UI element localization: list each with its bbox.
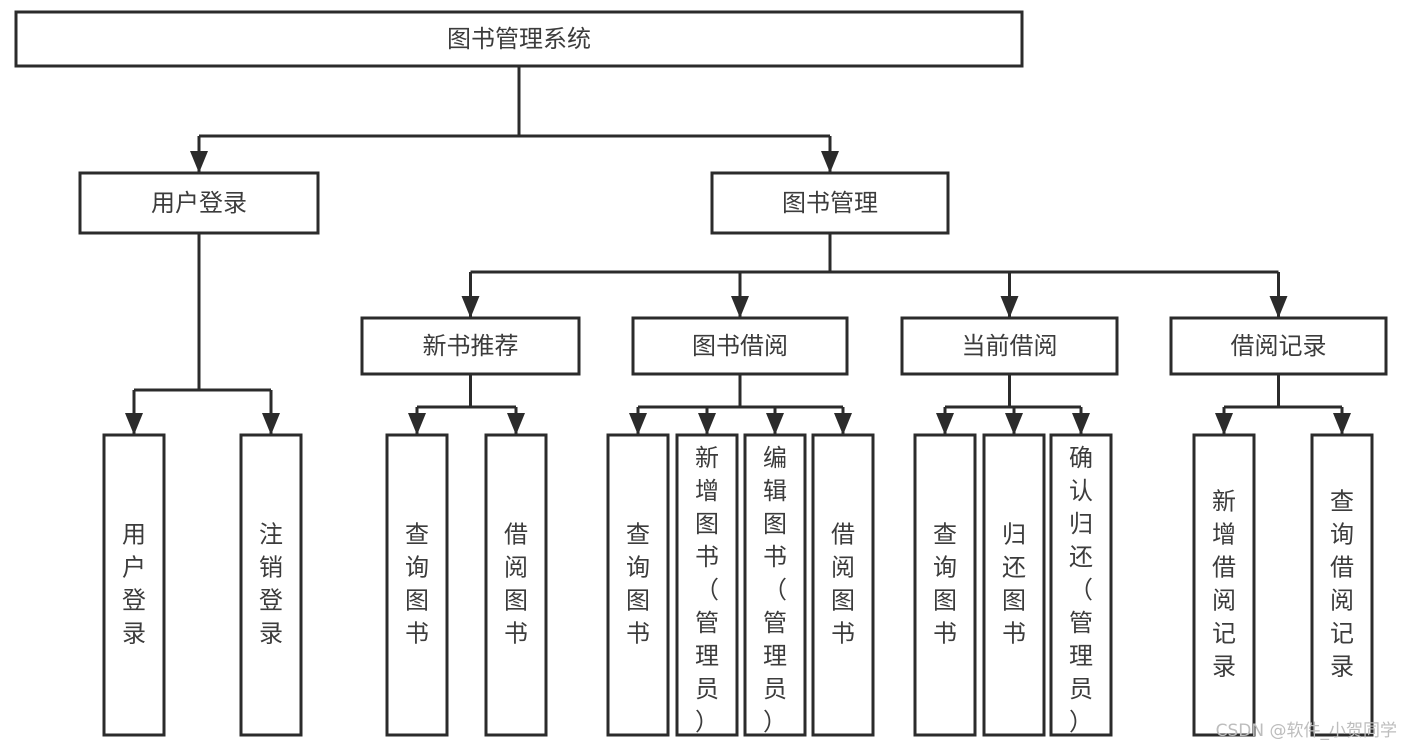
node-book-borrow[interactable]: 图书借阅 xyxy=(631,316,849,376)
node-leaf-user-login[interactable]: 用户登录 xyxy=(102,433,166,737)
node-leaf-confirm-return[interactable]: 确认归还（管理员） xyxy=(1049,433,1113,737)
node-root-box[interactable] xyxy=(14,10,1024,68)
node-leaf-return-book-box[interactable] xyxy=(982,433,1046,737)
arrow-head-icon xyxy=(834,413,852,435)
node-leaf-query-book-cur-box[interactable] xyxy=(913,433,977,737)
arrow-head-icon xyxy=(1333,413,1351,435)
node-leaf-query-book-borrow[interactable]: 查询图书 xyxy=(606,433,670,737)
node-leaf-borrow-book-label: 借阅图书 xyxy=(831,521,855,648)
node-borrow-record-box[interactable] xyxy=(1169,316,1388,376)
arrow-head-icon xyxy=(766,413,784,435)
node-leaf-query-record-label: 查询借阅记录 xyxy=(1330,488,1354,681)
node-user-login-label: 用户登录 xyxy=(151,189,247,217)
node-leaf-borrow-book-box[interactable] xyxy=(811,433,875,737)
node-borrow-record-label: 借阅记录 xyxy=(1231,332,1327,360)
node-borrow-record[interactable]: 借阅记录 xyxy=(1169,316,1388,376)
node-leaf-borrow-book-rec-label: 借阅图书 xyxy=(504,521,528,648)
node-new-book-recommend-label: 新书推荐 xyxy=(423,332,519,360)
node-new-book-recommend[interactable]: 新书推荐 xyxy=(360,316,581,376)
node-book-management-box[interactable] xyxy=(710,171,950,235)
arrow-head-icon xyxy=(629,413,647,435)
node-layer: 图书管理系统用户登录图书管理新书推荐图书借阅当前借阅借阅记录用户登录注销登录查询… xyxy=(14,10,1388,737)
arrow-head-icon xyxy=(461,296,480,318)
node-book-borrow-box[interactable] xyxy=(631,316,849,376)
node-leaf-borrow-book-rec-box[interactable] xyxy=(484,433,548,737)
arrow-head-icon xyxy=(408,413,426,435)
arrow-head-icon xyxy=(1215,413,1233,435)
node-leaf-edit-book-label: 编辑图书（管理员） xyxy=(763,444,787,736)
node-root[interactable]: 图书管理系统 xyxy=(14,10,1024,68)
arrow-head-icon xyxy=(698,413,716,435)
node-leaf-add-record-box[interactable] xyxy=(1192,433,1256,737)
node-current-borrow-box[interactable] xyxy=(900,316,1119,376)
arrow-head-icon xyxy=(507,413,525,435)
arrow-head-icon xyxy=(936,413,954,435)
node-leaf-logout[interactable]: 注销登录 xyxy=(239,433,303,737)
node-leaf-add-record-label: 新增借阅记录 xyxy=(1212,488,1236,681)
node-leaf-user-login-box[interactable] xyxy=(102,433,166,737)
node-leaf-query-book-rec[interactable]: 查询图书 xyxy=(385,433,449,737)
node-leaf-add-record[interactable]: 新增借阅记录 xyxy=(1192,433,1256,737)
node-leaf-add-book-box[interactable] xyxy=(675,433,739,737)
arrow-head-icon xyxy=(731,296,749,318)
node-leaf-query-book-borrow-box[interactable] xyxy=(606,433,670,737)
node-leaf-add-book[interactable]: 新增图书（管理员） xyxy=(675,433,739,737)
node-leaf-query-book-cur-label: 查询图书 xyxy=(933,521,957,648)
node-leaf-query-record-box[interactable] xyxy=(1310,433,1374,737)
node-leaf-logout-box[interactable] xyxy=(239,433,303,737)
node-leaf-query-record[interactable]: 查询借阅记录 xyxy=(1310,433,1374,737)
node-leaf-query-book-borrow-label: 查询图书 xyxy=(626,521,650,648)
node-leaf-borrow-book-rec[interactable]: 借阅图书 xyxy=(484,433,548,737)
arrow-head-icon xyxy=(1005,413,1023,435)
node-leaf-confirm-return-label: 确认归还（管理员） xyxy=(1069,444,1093,736)
node-user-login[interactable]: 用户登录 xyxy=(78,171,320,235)
node-book-management[interactable]: 图书管理 xyxy=(710,171,950,235)
node-leaf-confirm-return-box[interactable] xyxy=(1049,433,1113,737)
arrow-head-icon xyxy=(262,413,280,435)
node-current-borrow-label: 当前借阅 xyxy=(962,332,1058,360)
node-leaf-borrow-book[interactable]: 借阅图书 xyxy=(811,433,875,737)
node-leaf-edit-book-box[interactable] xyxy=(743,433,807,737)
node-root-label: 图书管理系统 xyxy=(447,25,591,53)
arrow-head-icon xyxy=(1072,413,1090,435)
arrow-head-icon xyxy=(1000,296,1019,318)
node-leaf-query-book-rec-label: 查询图书 xyxy=(405,521,429,648)
node-leaf-query-book-rec-box[interactable] xyxy=(385,433,449,737)
node-leaf-user-login-label: 用户登录 xyxy=(122,521,146,648)
arrow-head-icon xyxy=(125,413,143,435)
arrow-head-icon xyxy=(821,151,839,173)
node-leaf-query-book-cur[interactable]: 查询图书 xyxy=(913,433,977,737)
node-user-login-box[interactable] xyxy=(78,171,320,235)
node-book-borrow-label: 图书借阅 xyxy=(692,332,788,360)
arrow-head-icon xyxy=(190,151,208,173)
node-leaf-edit-book[interactable]: 编辑图书（管理员） xyxy=(743,433,807,737)
node-leaf-return-book-label: 归还图书 xyxy=(1002,521,1026,648)
node-current-borrow[interactable]: 当前借阅 xyxy=(900,316,1119,376)
node-new-book-recommend-box[interactable] xyxy=(360,316,581,376)
node-leaf-add-book-label: 新增图书（管理员） xyxy=(695,444,719,736)
connector-layer xyxy=(125,66,1351,435)
node-leaf-logout-label: 注销登录 xyxy=(259,521,283,648)
node-leaf-return-book[interactable]: 归还图书 xyxy=(982,433,1046,737)
arrow-head-icon xyxy=(1269,296,1288,318)
csdn-watermark: CSDN @软件_小贺同学 xyxy=(1215,721,1397,741)
node-book-management-label: 图书管理 xyxy=(782,189,878,217)
